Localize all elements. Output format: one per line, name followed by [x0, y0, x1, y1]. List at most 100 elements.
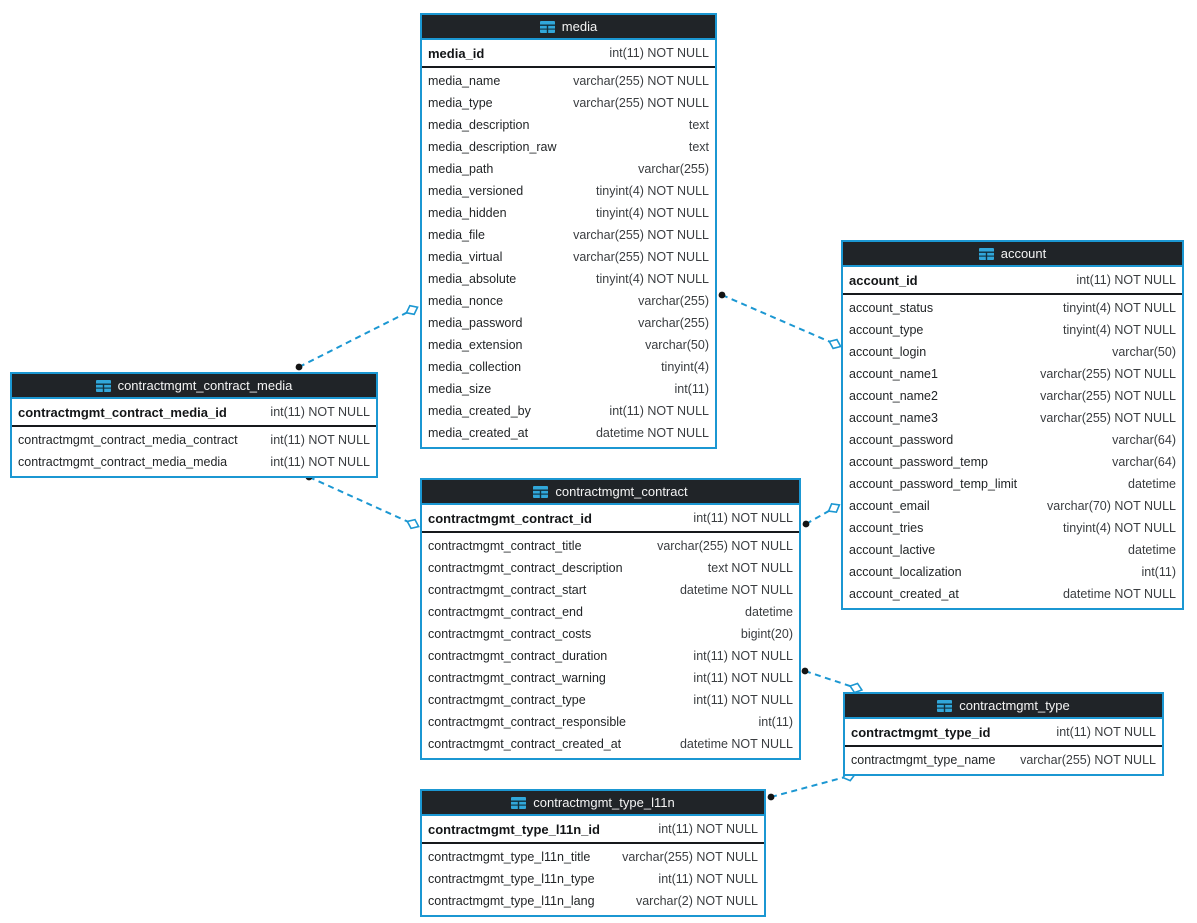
relationship-line[interactable]: [721, 294, 836, 345]
table-icon: [978, 247, 994, 260]
table-header[interactable]: contractmgmt_type: [845, 694, 1162, 717]
relationship-diamond-end: [827, 502, 841, 514]
field-name: account_password_temp_limit: [849, 477, 1018, 491]
field-type: tinyint(4) NOT NULL: [1063, 301, 1176, 315]
relationship-dot-end: [802, 520, 810, 528]
field-name: account_localization: [849, 565, 962, 579]
field-type: varchar(255) NOT NULL: [1040, 411, 1176, 425]
field-type: int(11): [674, 382, 709, 396]
field-type: text NOT NULL: [707, 561, 793, 575]
relationship-line[interactable]: [308, 476, 414, 525]
field-type: tinyint(4) NOT NULL: [596, 184, 709, 198]
table-header[interactable]: account: [843, 242, 1182, 265]
field-type: int(11) NOT NULL: [693, 671, 793, 685]
field-row: contractmgmt_contract_warning int(11) NOT…: [422, 667, 799, 689]
field-name: contractmgmt_contract_start: [428, 583, 587, 597]
table-media[interactable]: media media_id int(11) NOT NULL media_na…: [420, 13, 717, 449]
field-type: varchar(255) NOT NULL: [657, 539, 793, 553]
table-header[interactable]: contractmgmt_contract: [422, 480, 799, 503]
relationship-diamond-end: [405, 304, 419, 316]
field-type: varchar(64): [1112, 433, 1176, 447]
table-contractmgmt_contract_media[interactable]: contractmgmt_contract_media contractmgmt…: [10, 372, 378, 478]
field-name: contractmgmt_contract_responsible: [428, 715, 627, 729]
relationship-line[interactable]: [298, 309, 413, 368]
field-name: media_nonce: [428, 294, 504, 308]
field-name: media_type: [428, 96, 493, 110]
primary-key-row: contractmgmt_contract_id int(11) NOT NUL…: [422, 503, 799, 533]
table-title: contractmgmt_type: [959, 698, 1070, 713]
primary-key-type: int(11) NOT NULL: [1076, 273, 1176, 287]
field-type: tinyint(4) NOT NULL: [1063, 521, 1176, 535]
field-name: media_name: [428, 74, 501, 88]
field-name: contractmgmt_contract_warning: [428, 671, 606, 685]
table-title: media: [561, 19, 598, 34]
relationship-line[interactable]: [770, 775, 850, 798]
primary-key-row: contractmgmt_type_l11n_id int(11) NOT NU…: [422, 814, 764, 844]
field-name: media_versioned: [428, 184, 524, 198]
field-type: int(11) NOT NULL: [270, 455, 370, 469]
table-header[interactable]: media: [422, 15, 715, 38]
table-title: contractmgmt_type_l11n: [533, 795, 675, 810]
field-name: contractmgmt_contract_media_media: [18, 455, 228, 469]
relationship-line[interactable]: [804, 670, 857, 689]
field-type: datetime: [745, 605, 793, 619]
field-type: varchar(50): [645, 338, 709, 352]
field-name: account_name1: [849, 367, 938, 381]
field-type: varchar(70) NOT NULL: [1047, 499, 1176, 513]
field-name: account_name3: [849, 411, 938, 425]
field-name: account_lactive: [849, 543, 936, 557]
field-type: int(11) NOT NULL: [693, 693, 793, 707]
table-icon: [511, 796, 527, 809]
field-name: account_tries: [849, 521, 924, 535]
relationship-contractmgmt_contract-to-contractmgmt_type[interactable]: [801, 667, 864, 695]
field-type: int(11) NOT NULL: [693, 649, 793, 663]
table-contractmgmt_type_l11n[interactable]: contractmgmt_type_l11n contractmgmt_type…: [420, 789, 766, 917]
field-name: contractmgmt_contract_description: [428, 561, 623, 575]
table-contractmgmt_contract[interactable]: contractmgmt_contract contractmgmt_contr…: [420, 478, 801, 760]
field-type: varchar(255) NOT NULL: [622, 850, 758, 864]
table-header[interactable]: contractmgmt_type_l11n: [422, 791, 764, 814]
table-contractmgmt_type[interactable]: contractmgmt_type contractmgmt_type_id i…: [843, 692, 1164, 776]
primary-key-name: contractmgmt_contract_id: [428, 510, 592, 526]
primary-key-name: account_id: [849, 272, 918, 288]
table-account[interactable]: account account_id int(11) NOT NULL acco…: [841, 240, 1184, 610]
field-name: account_login: [849, 345, 927, 359]
field-type: tinyint(4): [661, 360, 709, 374]
relationship-media-to-account[interactable]: [718, 291, 843, 351]
table-header[interactable]: contractmgmt_contract_media: [12, 374, 376, 397]
field-type: varchar(255): [638, 162, 709, 176]
field-type: datetime NOT NULL: [1062, 587, 1176, 601]
relationship-contractmgmt_contract_media-to-contractmgmt_contract[interactable]: [305, 473, 421, 531]
field-row: account_tries tinyint(4) NOT NULL: [843, 517, 1182, 539]
field-type: text: [688, 140, 709, 154]
field-type: int(11) NOT NULL: [609, 404, 709, 418]
relationship-contractmgmt_contract-to-account[interactable]: [802, 501, 842, 528]
relationship-contractmgmt_contract_media-to-media[interactable]: [295, 303, 420, 371]
relationship-dot-end: [767, 793, 775, 801]
primary-key-name: contractmgmt_type_id: [851, 724, 991, 740]
field-name: contractmgmt_type_l11n_lang: [428, 894, 595, 908]
